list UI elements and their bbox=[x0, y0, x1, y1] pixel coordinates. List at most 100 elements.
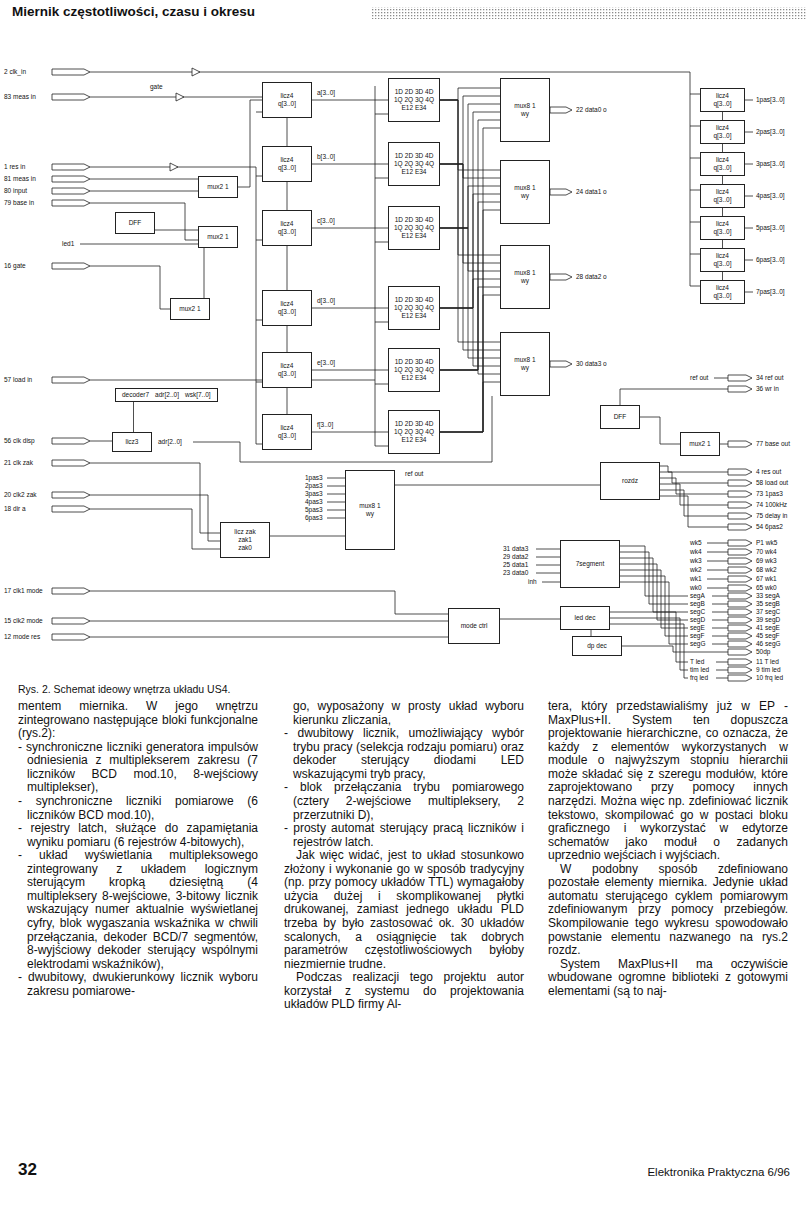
wire-connector bbox=[440, 100, 500, 342]
counter-block: licz4q[3..0] bbox=[262, 290, 312, 326]
pin-label: 79 base in bbox=[4, 199, 34, 207]
multiplexer: mux8 1wy bbox=[500, 160, 550, 224]
wire-connector bbox=[270, 536, 345, 537]
wire-connector bbox=[440, 287, 500, 370]
pin-label: 65 wk0 bbox=[756, 584, 777, 592]
block-label: licz3 bbox=[125, 438, 138, 446]
pin-label: 18 dir a bbox=[4, 505, 26, 513]
pin-label: 21 clk zak bbox=[4, 459, 33, 467]
wire-connector bbox=[287, 326, 288, 352]
block-label: 1D 2D 3D 4D bbox=[395, 296, 434, 304]
pin-label: 39 segD bbox=[756, 616, 780, 624]
block-label: q[3..0] bbox=[713, 164, 731, 172]
latch-register: 1D 2D 3D 4D1Q 2Q 3Q 4QE12 E34 bbox=[388, 142, 440, 186]
page-header: Miernik częstotliwości, czasu i okresu bbox=[12, 3, 255, 21]
latch-register: 1D 2D 3D 4D1Q 2Q 3Q 4QE12 E34 bbox=[388, 410, 440, 454]
pin-label: 37 segC bbox=[756, 608, 780, 616]
multiplexer: mux2 1 bbox=[170, 298, 210, 320]
block-label: q[3..0] bbox=[278, 432, 296, 440]
wire-connector bbox=[500, 619, 560, 620]
signal-label: segA bbox=[690, 592, 705, 600]
body-text: - prosty automat sterujący pracą licznik… bbox=[284, 822, 524, 849]
wire-connector bbox=[440, 104, 500, 228]
body-text: - synchroniczne liczniki generatora impu… bbox=[18, 741, 258, 795]
block-label: E12 E34 bbox=[402, 168, 427, 176]
block-label: 1D 2D 3D 4D bbox=[395, 216, 434, 224]
wire-connector bbox=[440, 194, 500, 308]
block-label: licz4 bbox=[716, 124, 729, 132]
block-label: mux8 1 bbox=[514, 102, 535, 110]
wire-connector bbox=[440, 308, 500, 366]
signal-label: ref out bbox=[405, 470, 423, 478]
wire-connector bbox=[440, 120, 500, 370]
block-label: mux2 1 bbox=[207, 233, 228, 241]
signal-label: gate bbox=[150, 83, 163, 91]
wire-connector bbox=[722, 208, 723, 216]
journal-name: Elektronika Praktyczna 6/96 bbox=[647, 1166, 790, 1180]
wire-connector bbox=[312, 370, 388, 371]
wire-connector bbox=[133, 402, 134, 432]
block-label: zak1 bbox=[238, 536, 252, 544]
pin-label: 36 wr in bbox=[756, 385, 779, 393]
wire-connector bbox=[440, 100, 500, 255]
block-label: mux2 1 bbox=[207, 183, 228, 191]
block-label: licz4 bbox=[716, 284, 729, 292]
body-text: System MaxPlus+II ma oczywiście wbudowan… bbox=[548, 958, 788, 999]
pin-label: 25 data1 bbox=[503, 561, 528, 569]
wire-connector bbox=[440, 228, 500, 358]
wire-connector bbox=[722, 144, 723, 152]
bus-label: a[3..0] bbox=[317, 89, 335, 97]
body-text: - synchroniczne liczniki pomiarowe (6 li… bbox=[18, 795, 258, 822]
pin-label: 10 frq led bbox=[756, 674, 783, 682]
signal-label: wk4 bbox=[690, 548, 702, 556]
pin-label: P1 wk5 bbox=[756, 539, 777, 547]
bus-label: d[3..0] bbox=[317, 297, 335, 305]
wire-connector bbox=[312, 432, 388, 433]
signal-label: wk0 bbox=[690, 584, 702, 592]
pin-label: 54 6pas2 bbox=[756, 523, 783, 531]
signal-label: wk3 bbox=[690, 557, 702, 565]
signal-label: 6pas3 bbox=[305, 514, 323, 522]
body-text: - dwubitowy licznik, umożliwiający wybór… bbox=[284, 727, 524, 781]
pin-label: 41 segE bbox=[756, 624, 780, 632]
pin-label: 11 T led bbox=[756, 658, 779, 666]
pin-label: 23 data0 bbox=[503, 569, 528, 577]
wire-connector bbox=[440, 88, 500, 100]
pin-label: 2 clk_in bbox=[4, 68, 26, 76]
input-pin bbox=[52, 69, 90, 640]
flip-flop: DFF bbox=[600, 405, 640, 429]
pin-label: 74 100kHz bbox=[756, 501, 787, 509]
pin-label: 9 tim led bbox=[756, 666, 781, 674]
block-label: q[3..0] bbox=[278, 164, 296, 172]
signal-label: 2pas3 bbox=[305, 482, 323, 490]
pin-label: 35 segB bbox=[756, 600, 780, 608]
block-label: q[3..0] bbox=[278, 100, 296, 108]
block-label: dp dec bbox=[587, 642, 607, 650]
pin-label: 73 1pas3 bbox=[756, 490, 783, 498]
block-label: q[3..0] bbox=[713, 260, 731, 268]
latch-register: 1D 2D 3D 4D1Q 2Q 3Q 4QE12 E34 bbox=[388, 206, 440, 250]
wire-connector bbox=[722, 176, 723, 184]
text-column: mentem miernika. W jego wnętrzu zintegro… bbox=[18, 700, 258, 998]
block-label: q[3..0] bbox=[713, 100, 731, 108]
block-label: E12 E34 bbox=[402, 312, 427, 320]
latch-register: 1D 2D 3D 4D1Q 2Q 3Q 4QE12 E34 bbox=[388, 348, 440, 392]
pin-label: 29 data2 bbox=[503, 553, 528, 561]
signal-label: segB bbox=[690, 600, 705, 608]
body-text: - układ wyświetlania multipleksowego zin… bbox=[18, 849, 258, 971]
wire-connector bbox=[312, 228, 388, 229]
counter-block: licz4q[3..0] bbox=[700, 248, 745, 272]
block-label: mode ctrl bbox=[461, 622, 488, 630]
wire-connector bbox=[238, 100, 262, 187]
pin-label: 4 res out bbox=[756, 468, 781, 476]
signal-label: segG bbox=[690, 640, 706, 648]
block-label: q[3..0] bbox=[278, 228, 296, 236]
block-label: zak0 bbox=[238, 544, 252, 552]
pin-label: 33 segA bbox=[756, 592, 780, 600]
block-label: licz4 bbox=[280, 220, 293, 228]
block-label: licz4 bbox=[280, 424, 293, 432]
block-label: led dec bbox=[575, 614, 596, 622]
block-label: E12 E34 bbox=[402, 104, 427, 112]
